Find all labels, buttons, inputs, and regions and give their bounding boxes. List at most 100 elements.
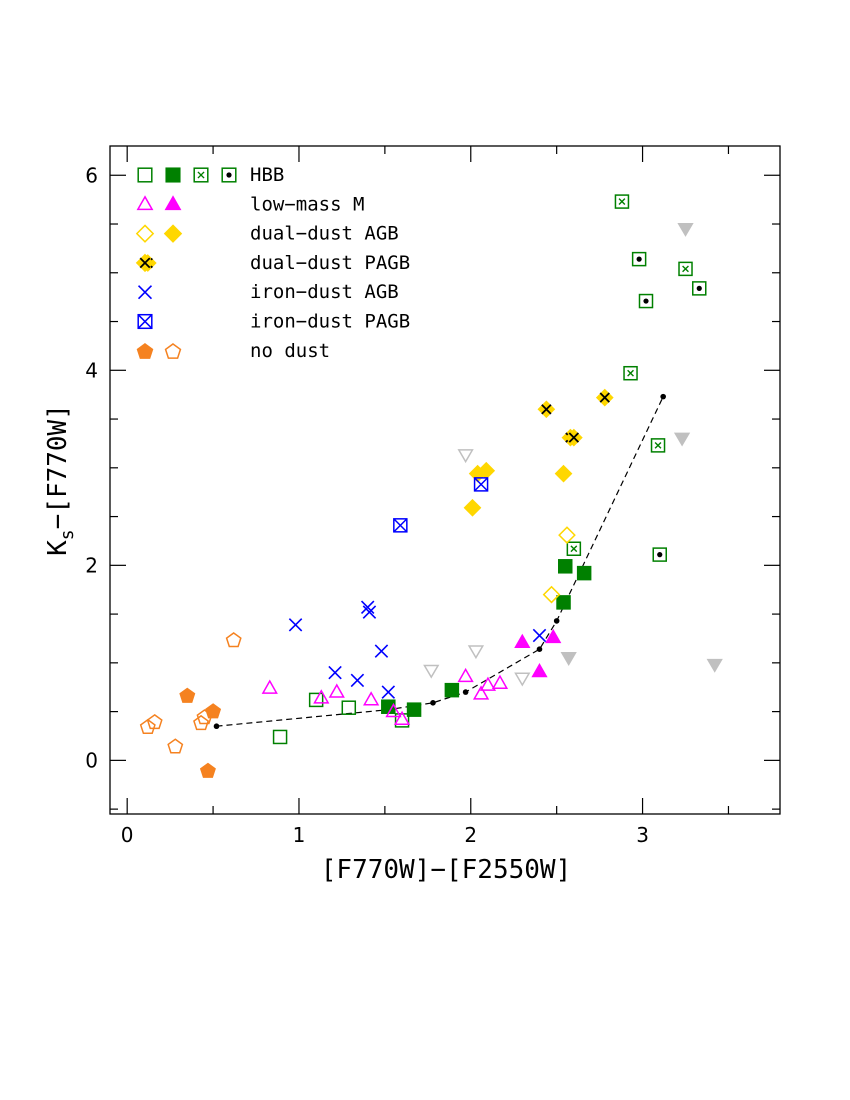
y-axis-label-rest: −[F770W]	[43, 404, 73, 529]
legend-symbol-diamond-filled	[163, 224, 183, 243]
data-point-triangle-open	[491, 674, 509, 689]
data-point-triangle-down-open	[467, 645, 485, 660]
data-point-cross	[374, 644, 389, 658]
data-point-pentagon-open	[146, 713, 163, 730]
legend-label: iron−dust AGB	[250, 281, 399, 303]
y-axis-label-subscript: s	[57, 529, 78, 540]
data-point-pentagon-open	[225, 632, 242, 648]
legend-symbol-square-filled	[165, 167, 181, 183]
legend-label: dual−dust PAGB	[250, 252, 410, 274]
legend-label: no dust	[250, 340, 330, 362]
data-point-square-dot	[652, 547, 667, 562]
x-tick-label: 1	[293, 823, 306, 847]
x-axis-label: [F770W]−[F2550W]	[321, 855, 571, 885]
legend-symbol-diamond-open	[135, 224, 155, 243]
data-point-triangle-open	[472, 685, 490, 700]
data-point-triangle-open	[385, 702, 402, 718]
x-tick-label: 0	[121, 823, 134, 847]
data-point-square-xcross	[473, 477, 489, 492]
data-point-diamond-cross	[595, 388, 614, 407]
data-point-square-cross	[678, 261, 693, 277]
legend-symbol-pentagon-filled	[136, 343, 154, 359]
data-point-cross	[350, 673, 365, 688]
data-point-cross	[532, 628, 547, 643]
data-point-pentagon-open	[193, 714, 210, 731]
data-point-square-open	[341, 700, 357, 715]
y-axis-label-main: K	[43, 540, 73, 556]
data-point-pentagon-filled	[205, 703, 222, 719]
x-tick-label: 2	[464, 823, 477, 847]
model-point	[660, 393, 666, 400]
data-point-diamond-filled	[554, 464, 573, 483]
data-point-diamond-open	[558, 526, 576, 544]
data-point-triangle-down-open	[423, 664, 440, 679]
data-point-triangle-down-filled	[677, 222, 694, 237]
data-point-cross	[362, 605, 377, 619]
data-point-square-cross	[566, 541, 582, 557]
data-point-diamond-cross	[564, 428, 583, 447]
legend-symbol-diamond-cross	[135, 253, 155, 273]
legend-label: iron−dust PAGB	[250, 311, 410, 333]
legend-label: HBB	[250, 164, 284, 186]
data-point-square-filled	[576, 565, 592, 581]
data-point-square-cross	[650, 438, 666, 453]
legend-label: low−mass M	[250, 193, 364, 215]
data-point-square-filled	[406, 702, 422, 717]
data-point-triangle-open	[479, 676, 497, 691]
legend-symbol-square-cross	[193, 167, 209, 183]
data-point-square-dot	[631, 251, 647, 267]
data-point-square-filled	[558, 559, 573, 574]
legend-label: dual−dust AGB	[250, 223, 399, 245]
data-point-square-dot	[638, 293, 654, 309]
legend-symbol-triangle-filled	[164, 195, 182, 211]
data-point-triangle-open	[261, 679, 278, 694]
data-point-triangle-down-filled	[673, 432, 691, 447]
model-point	[213, 723, 220, 730]
data-point-diamond-filled	[463, 498, 482, 517]
model-curve	[213, 393, 666, 730]
data-point-triangle-open	[328, 683, 345, 698]
legend-symbol-square-xcross	[137, 313, 153, 330]
data-point-triangle-open	[313, 689, 330, 704]
data-point-square-filled	[444, 682, 460, 698]
data-point-triangle-filled	[545, 628, 562, 644]
data-point-square-cross	[623, 365, 638, 381]
data-point-square-open	[272, 729, 288, 745]
plot-frame	[109, 145, 781, 815]
data-point-diamond-open	[542, 585, 561, 604]
data-point-pentagon-open	[196, 709, 213, 725]
model-point	[430, 700, 436, 706]
legend: HBB low−mass M dual−dust AGB dual−dust PAGB…	[135, 164, 410, 362]
data-point-pentagon-filled	[179, 687, 196, 703]
data-point-triangle-down-filled	[560, 652, 577, 666]
data-point-pentagon-open	[167, 738, 184, 754]
y-axis-label: Ks−[F770W]	[43, 404, 78, 556]
data-point-triangle-down-filled	[706, 658, 723, 673]
data-point-square-cross	[614, 194, 630, 209]
legend-symbol-pentagon-open	[164, 343, 182, 359]
data-point-triangle-filled	[514, 633, 531, 648]
data-point-cross	[360, 600, 375, 615]
model-point	[536, 646, 543, 652]
model-point	[462, 689, 469, 695]
data-point-square-open	[394, 713, 410, 728]
legend-symbol-square-dot	[221, 167, 237, 183]
legend-symbol-square-open	[137, 167, 153, 183]
legend-symbol-triangle-open	[136, 195, 154, 211]
data-point-triangle-down-open	[457, 449, 474, 464]
data-points	[138, 194, 723, 778]
data-point-cross	[381, 685, 396, 699]
legend-symbol-cross	[137, 285, 153, 300]
data-point-pentagon-open	[139, 718, 156, 735]
data-point-square-open	[308, 692, 324, 708]
data-point-triangle-filled	[531, 662, 548, 678]
model-dashed-line	[216, 396, 664, 727]
data-point-square-xcross	[393, 518, 408, 533]
y-tick-label: 0	[85, 748, 98, 772]
y-tick-label: 4	[85, 358, 98, 382]
y-tick-label: 6	[85, 163, 98, 187]
data-point-cross	[288, 618, 303, 632]
data-point-cross	[328, 665, 342, 680]
